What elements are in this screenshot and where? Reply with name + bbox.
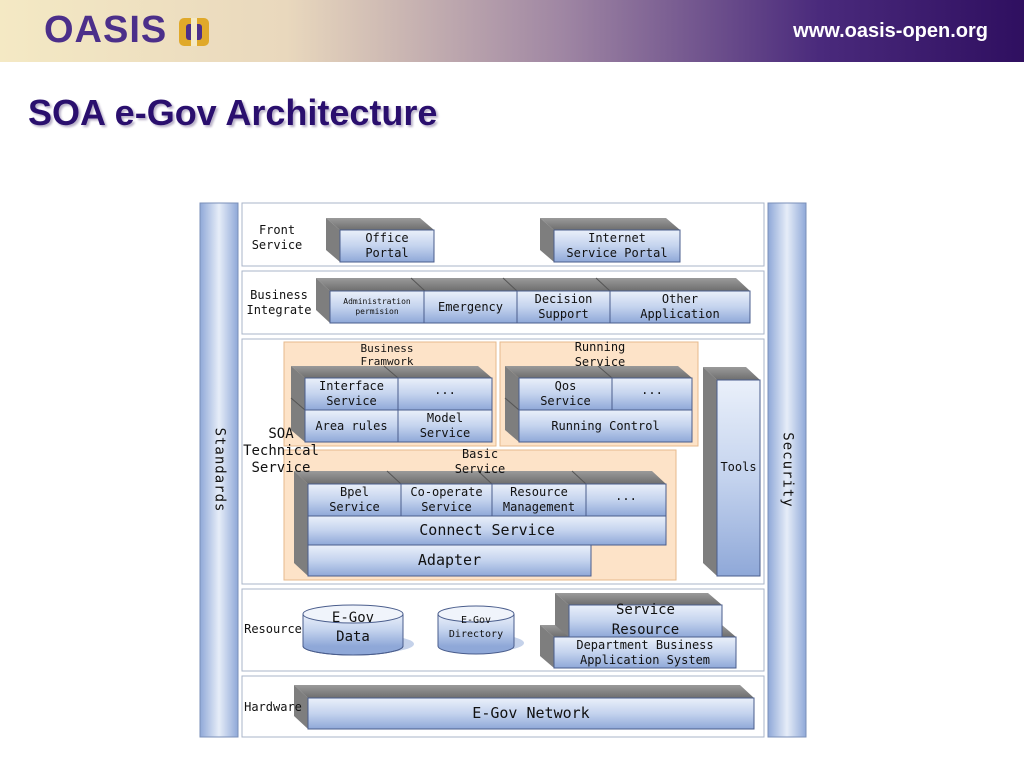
internet-portal-label: Internet Service Portal: [566, 231, 668, 260]
header-banner: OASIS www.oasis-open.org: [0, 0, 1024, 62]
model-service-box: [397, 409, 493, 443]
egov-data-cylinder: [302, 604, 414, 656]
running-control-label: Running Control: [551, 418, 660, 433]
egov-data-label: E-Gov Data: [331, 610, 375, 645]
bs-dots-label: ...: [615, 488, 637, 503]
business-framework-label: Business Framwork: [360, 342, 414, 368]
front-service-layer: [241, 202, 765, 267]
interface-service-box: [304, 377, 399, 411]
rs-dots-label: ...: [641, 382, 663, 397]
connect-service-box: [307, 515, 667, 546]
hardware-label: Hardware: [244, 700, 302, 714]
admin-box: [329, 290, 425, 324]
rs-dots-box: [611, 377, 693, 411]
area-rules-box: [304, 409, 399, 443]
model-service-label: Model Service: [419, 411, 471, 440]
service-resource-label: Service Resource: [611, 602, 680, 638]
interface-service-label: Interface Service: [318, 379, 385, 408]
bpel-service-label: Bpel Service: [329, 485, 380, 514]
connect-service-label: Connect Service: [419, 521, 555, 539]
egov-directory-cylinder: [437, 605, 524, 655]
oasis-logo: OASIS: [44, 9, 168, 51]
internet-portal-box: [553, 229, 681, 263]
security-label: Security: [779, 432, 796, 508]
bs-dots-box: [585, 483, 667, 517]
resource-label: Resource: [244, 622, 302, 636]
bf-dots-label: ...: [434, 382, 456, 397]
service-resource-box: [568, 604, 723, 638]
egov-network-box: [307, 697, 755, 730]
security-pillar: [767, 202, 807, 738]
basic-service-label: Basic Service: [454, 447, 506, 476]
dept-business-label: Department Business Application System: [576, 637, 714, 667]
qos-service-label: Qos Service: [540, 379, 591, 408]
oasis-logo-icon: [179, 18, 209, 46]
resource-mgmt-box: [491, 483, 587, 517]
other-app-label: Other Application: [640, 292, 720, 321]
site-url[interactable]: www.oasis-open.org: [793, 20, 988, 42]
egov-network-label: E-Gov Network: [472, 704, 590, 722]
cooperate-service-label: Co-operate Service: [410, 485, 483, 514]
resource-mgmt-label: Resource Management: [502, 485, 576, 514]
running-control-box: [518, 409, 693, 443]
egov-directory-label: E-Gov Directory: [448, 615, 504, 640]
tools-box: [716, 379, 761, 577]
admin-label: Administration permision: [343, 297, 411, 316]
office-portal-label: Office Portal: [365, 231, 409, 260]
dept-business-box: [553, 636, 737, 669]
area-rules-label: Area rules: [315, 418, 388, 433]
other-app-box: [609, 290, 751, 324]
decision-label: Decision Support: [534, 292, 593, 321]
soa-label: SOA Technical Service: [243, 426, 319, 476]
bf-dots-box: [397, 377, 493, 411]
tools-label: Tools: [720, 459, 757, 474]
front-service-label: Front Service: [251, 223, 303, 252]
emergency-label: Emergency: [437, 299, 504, 314]
cooperate-service-box: [400, 483, 493, 517]
decision-box: [516, 290, 611, 324]
standards-pillar: [199, 202, 239, 738]
standards-label: Standards: [211, 427, 228, 513]
adapter-box: [307, 544, 592, 577]
adapter-label: Adapter: [417, 551, 482, 569]
running-service-label: Running Service: [574, 340, 626, 369]
office-portal-box: [339, 229, 435, 263]
page-title: SOA e-Gov Architecture: [28, 92, 438, 133]
business-integrate-label: Business Integrate: [246, 288, 312, 317]
